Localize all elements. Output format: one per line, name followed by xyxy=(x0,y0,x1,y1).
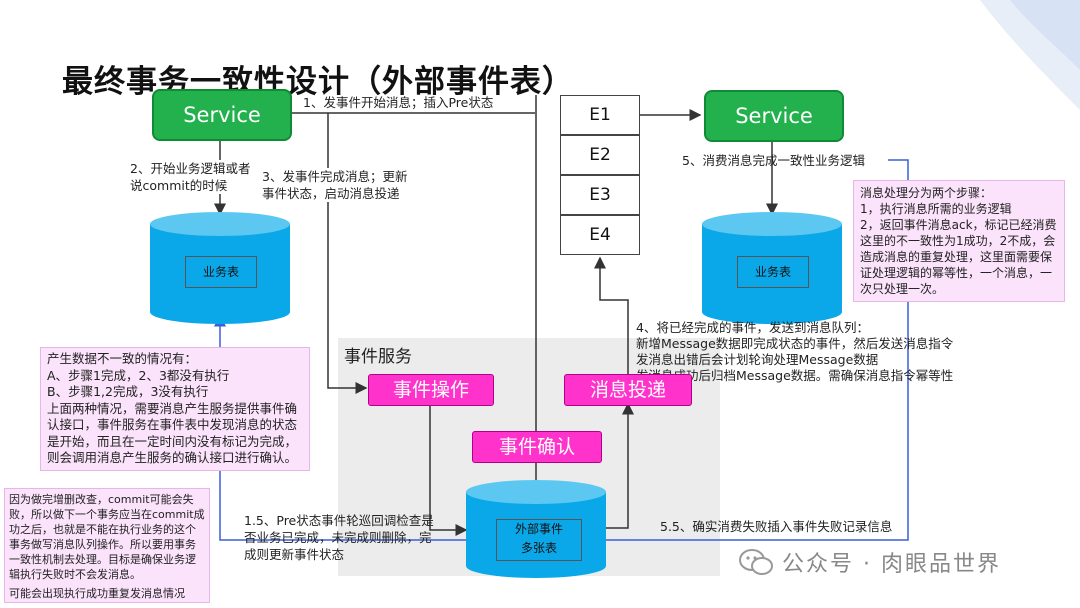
corner-decoration xyxy=(980,0,1080,110)
event-operation-box: 事件操作 xyxy=(368,374,494,406)
bottom-note: 因为做完增删改查，commit可能会失败，所以做下一个事务应当在commit成功… xyxy=(4,488,210,603)
step15-label: 1.5、Pre状态事件轮巡回调检查是否业务已完成，未完成则删除，完成则更新事件状… xyxy=(244,513,434,562)
message-delivery-box: 消息投递 xyxy=(564,374,692,406)
event-row-e2: E2 xyxy=(560,135,640,175)
right-note: 消息处理分为两个步骤： 1，执行消息所需的业务逻辑 2，返回事件消息ack，标记… xyxy=(853,180,1065,302)
right-service-box: Service xyxy=(704,90,844,142)
step3-label: 3、发事件完成消息；更新事件状态，启动消息投递 xyxy=(262,168,410,202)
left-db-label: 业务表 xyxy=(185,256,257,288)
right-db-label: 业务表 xyxy=(737,256,809,288)
event-service-label: 事件服务 xyxy=(344,347,412,367)
bottom-note-text-2: 可能会出现执行成功重复发消息情况 xyxy=(9,587,185,600)
events-db-cylinder xyxy=(466,480,606,578)
event-row-e4: E4 xyxy=(560,215,640,255)
event-confirm-box: 事件确认 xyxy=(472,431,602,463)
step55-label: 5.5、确实消费失败插入事件失败记录信息 xyxy=(660,519,893,534)
event-row-e3: E3 xyxy=(560,175,640,215)
step1-label: 1、发事件开始消息；插入Pre状态 xyxy=(303,95,494,110)
left-service-box: Service xyxy=(152,89,292,141)
right-db-cylinder xyxy=(702,212,842,324)
watermark: 公众号 · 肉眼品世界 xyxy=(738,546,1001,578)
step5-label: 5、消费消息完成一致性业务逻辑 xyxy=(682,153,865,168)
step4-label: 4、将已经完成的事件，发送到消息队列： 新增Message数据即完成状态的事件，… xyxy=(636,320,954,383)
page-title: 最终事务一致性设计（外部事件表） xyxy=(62,64,574,100)
step2-label: 2、开始业务逻辑或者说commit的时候 xyxy=(130,160,262,194)
left-db-cylinder xyxy=(150,212,290,324)
events-db-label: 外部事件 多张表 xyxy=(496,519,582,561)
event-row-e1: E1 xyxy=(560,95,640,135)
wechat-icon xyxy=(739,549,773,575)
bottom-note-text: 因为做完增删改查，commit可能会失败，所以做下一个事务应当在commit成功… xyxy=(9,493,205,581)
left-note: 产生数据不一致的情况有： A、步骤1完成，2、3都没有执行 B、步骤1,2完成，… xyxy=(40,347,310,471)
watermark-text: 公众号 · 肉眼品世界 xyxy=(782,552,1001,577)
